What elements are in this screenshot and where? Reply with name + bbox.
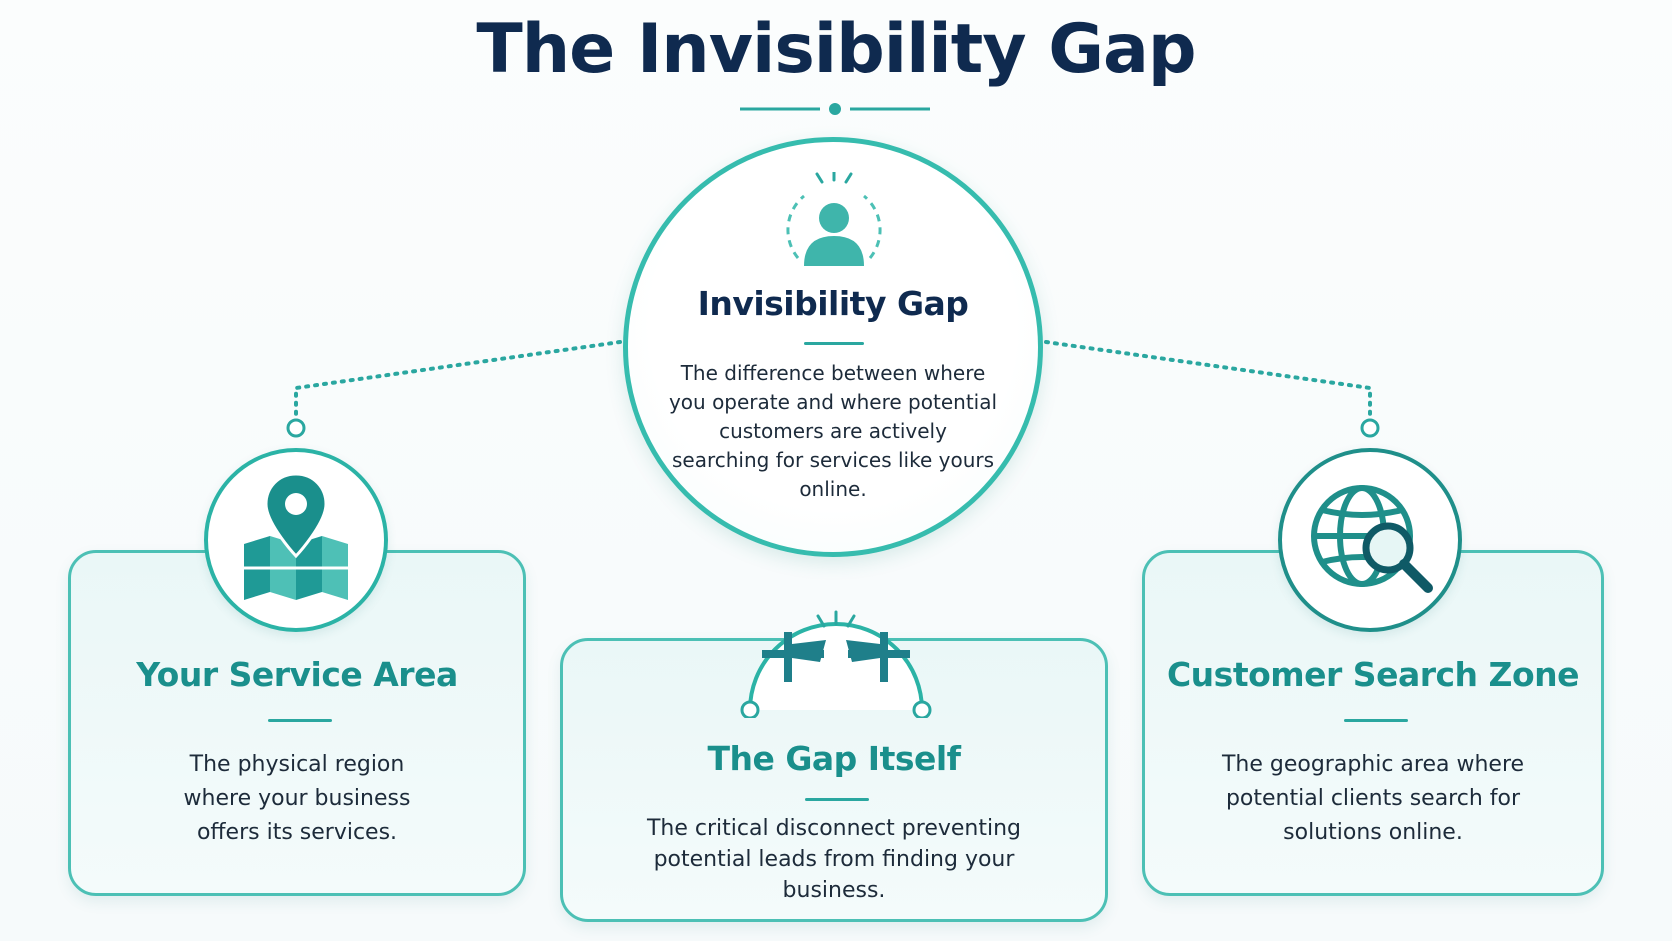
card-description: The geographic area where potential clie… [1221,752,1525,845]
card-service-area: Your Service Area The physical region wh… [68,550,526,896]
card-description: The critical disconnect preventing poten… [646,816,1022,903]
card-title: Your Service Area [136,655,458,694]
service-area-icon-badge [204,448,388,632]
card-description: The physical region where your business … [183,752,411,845]
card-title: The Gap Itself [707,739,961,778]
person-icon [786,172,882,266]
map-pin-icon [244,472,348,600]
broken-bridge-icon [762,610,910,682]
search-zone-icon-badge [1278,448,1462,632]
invisibility-gap-circle: Invisibility Gap The difference between … [623,137,1043,557]
title-divider [740,103,930,115]
page-title: The Invisibility Gap [476,10,1196,89]
center-title: Invisibility Gap [697,284,969,323]
card-divider [805,798,869,801]
card-divider [268,719,332,722]
card-title: Customer Search Zone [1166,655,1580,694]
globe-search-icon [1311,485,1433,593]
center-description: The difference between where you operate… [668,361,998,501]
card-divider [1344,719,1408,722]
center-divider [804,342,864,345]
